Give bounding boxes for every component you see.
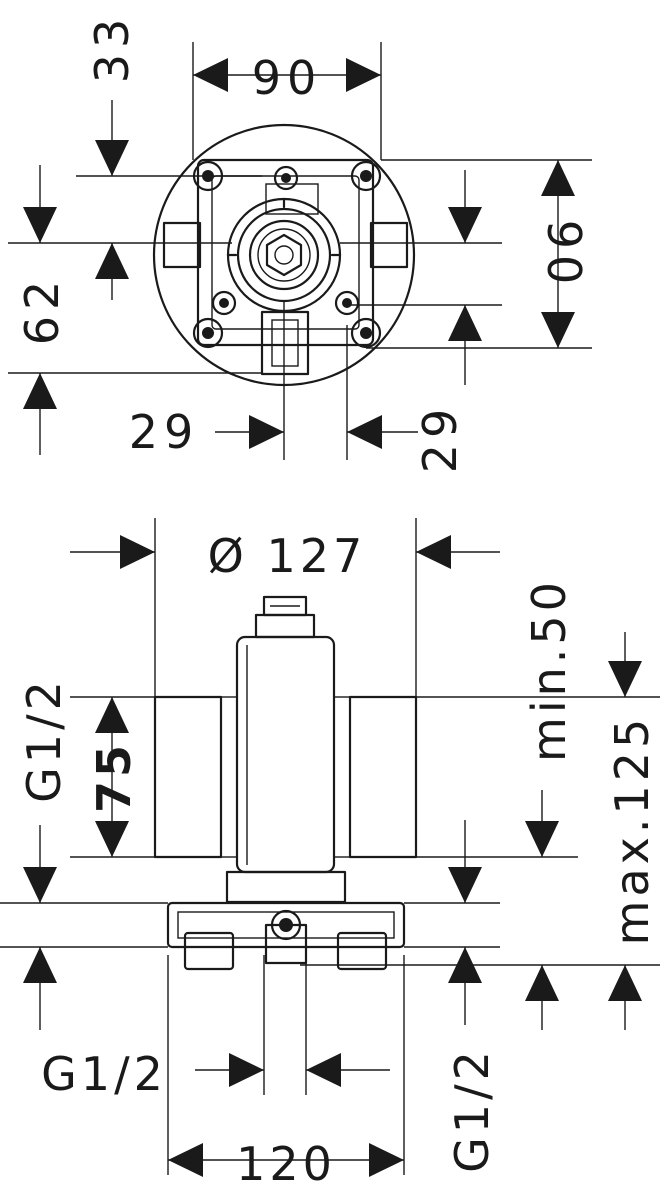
bolt-icon xyxy=(350,317,382,349)
dim-label-90-vertical: 90 xyxy=(537,220,591,291)
side-view: Ø 127 G1/2 75 min.50 max.125 G1/2 G1/2 1… xyxy=(0,518,660,1191)
dim-label-75: 75 xyxy=(87,741,141,813)
dim-label-diameter-127: Ø 127 xyxy=(208,529,367,583)
dim-label-90-horizontal: 90 xyxy=(252,51,323,105)
dim-label-g12-right: G1/2 xyxy=(445,1047,499,1173)
dim-label-33: 33 xyxy=(85,13,139,84)
dim-label-max125: max.125 xyxy=(605,715,659,946)
valve-body xyxy=(226,197,342,313)
bolt-icon xyxy=(350,160,382,192)
top-view: 90 33 62 90 29 29 xyxy=(8,13,592,474)
dim-label-g12-bottom: G1/2 xyxy=(41,1047,167,1101)
wall-block-right xyxy=(348,695,418,859)
dim-label-min50: min.50 xyxy=(522,578,576,762)
dim-label-120: 120 xyxy=(236,1137,336,1191)
dim-label-29-right: 29 xyxy=(413,403,467,474)
dim-label-29-left: 29 xyxy=(129,405,200,459)
bolt-icon xyxy=(192,317,224,349)
dim-label-62: 62 xyxy=(15,275,69,346)
valve-body-side xyxy=(235,635,336,874)
top-view-frame xyxy=(196,158,375,347)
bracket-bolt-icon xyxy=(270,909,302,941)
dim-label-g12-left: G1/2 xyxy=(17,677,71,803)
mounting-bracket xyxy=(166,901,406,949)
wall-block-left xyxy=(153,695,223,859)
